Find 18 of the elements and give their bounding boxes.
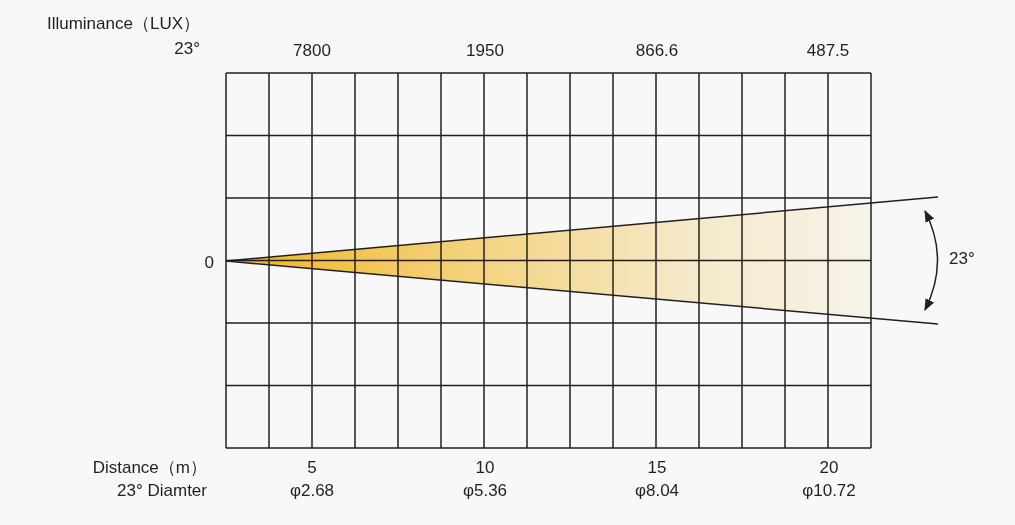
distance-value: 5: [307, 458, 317, 476]
diameter-value: φ5.36: [462, 481, 508, 499]
axis-title: Illuminance（LUX）: [46, 14, 200, 32]
origin-label: 0: [204, 253, 214, 271]
distance-value: 10: [475, 458, 495, 476]
illuminance-value: 866.6: [635, 41, 679, 59]
axis-title: Distance（m）: [92, 458, 207, 476]
distance-value: 20: [819, 458, 839, 476]
illuminance-value: 7800: [293, 41, 331, 59]
diameter-value: φ2.68: [289, 481, 335, 499]
diameter-value: φ10.72: [802, 481, 856, 499]
axis-title: 23° Diamter: [117, 481, 207, 499]
beam-angle-label: 23°: [949, 249, 975, 267]
distance-value: 15: [647, 458, 667, 476]
illuminance-value: 487.5: [806, 41, 850, 59]
angle-label: 23°: [174, 39, 200, 57]
illuminance-value: 1950: [466, 41, 504, 59]
diameter-value: φ8.04: [634, 481, 680, 499]
